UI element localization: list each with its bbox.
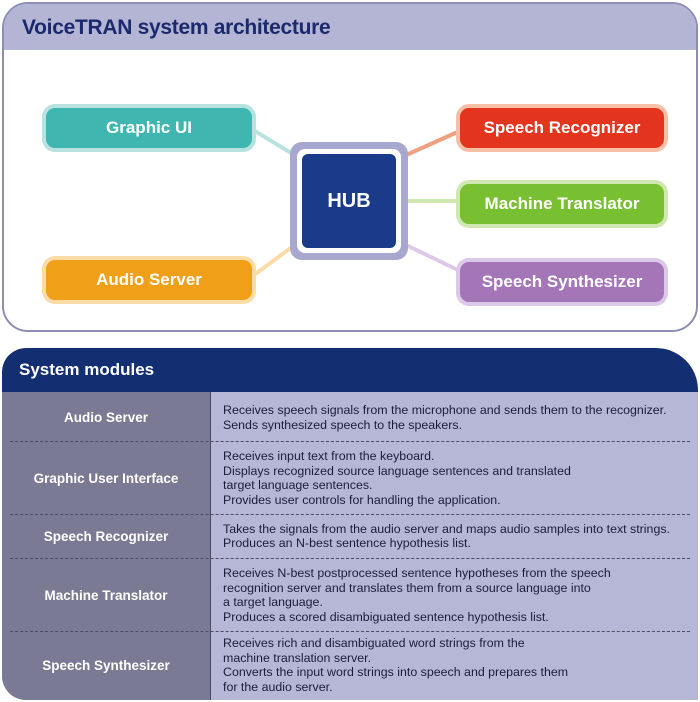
module-description: Receives rich and disambiguated word str… [223,633,690,697]
row-separator [10,441,690,442]
speech-synthesizer-module: Speech Synthesizer [460,262,664,302]
table-row: Graphic User Interface Receives input te… [2,443,698,513]
description-line: Displays recognized source language sent… [223,463,571,478]
description-line: Receives rich and disambiguated word str… [223,636,525,650]
description-line: target language sentences. [223,478,373,492]
architecture-title: VoiceTRAN system architecture [22,16,331,39]
description-line: a target language. [223,595,323,609]
table-row: Machine Translator Receives N-best postp… [2,560,698,630]
row-separator [10,631,690,632]
column-divider [210,392,211,700]
description-line: Receives input text from the keyboard. [223,449,435,463]
description-line: Receives speech signals from the microph… [223,403,667,417]
description-line: for the audio server. [223,679,333,694]
speech-recognizer-module: Speech Recognizer [460,108,664,148]
row-separator [10,558,690,559]
description-line: Converts the input word strings into spe… [223,665,569,679]
hub-label: HUB [302,154,396,248]
module-name-column [2,392,210,700]
description-line: recognition server and translates them f… [223,580,591,595]
table-row: Audio Server Receives speech signals fro… [2,396,698,439]
hub-frame: HUB [297,149,401,253]
description-line: Produces a scored disambiguated sentence… [223,609,549,624]
module-description: Receives speech signals from the microph… [223,396,690,439]
hub-node: HUB [290,142,408,260]
description-line: machine translation server. [223,650,372,665]
table-row: Speech Synthesizer Receives rich and dis… [2,633,698,697]
graphic-ui-module: Graphic UI [46,108,252,148]
system-modules-title: System modules [19,360,155,379]
architecture-panel: VoiceTRAN system architecture Graphic UI… [2,2,698,332]
module-description: Receives input text from the keyboard. D… [223,443,690,513]
machine-translator-module: Machine Translator [460,184,664,224]
module-name: Speech Recognizer [43,528,169,544]
module-name: Audio Server [63,410,149,425]
table-row: Speech Recognizer Takes the signals from… [2,516,698,556]
link-graphic-ui [248,126,298,158]
system-modules-panel: System modules Audio Server Receives spe… [2,348,698,700]
description-line: Receives N-best postprocessed sentence h… [223,566,611,580]
link-speech-synthesizer [403,242,463,274]
description-line: Takes the signals from the audio server … [223,521,670,536]
description-line: Produces an N-best sentence hypothesis l… [223,536,471,550]
description-line: Sends synthesized speech to the speakers… [223,417,463,432]
description-line: Provides user controls for handling the … [223,492,501,507]
module-description: Takes the signals from the audio server … [223,516,690,556]
row-separator [10,514,690,515]
module-description: Receives N-best postprocessed sentence h… [223,560,690,630]
module-name: Speech Synthesizer [42,657,170,673]
module-name: Machine Translator [44,587,168,603]
system-modules-header: System modules [2,348,698,392]
link-audio-server [248,242,298,280]
module-name: Graphic User Interface [33,470,179,486]
link-speech-recognizer [403,128,463,158]
audio-server-module: Audio Server [46,260,252,300]
architecture-header: VoiceTRAN system architecture [4,4,696,50]
connector-lines [248,126,463,280]
